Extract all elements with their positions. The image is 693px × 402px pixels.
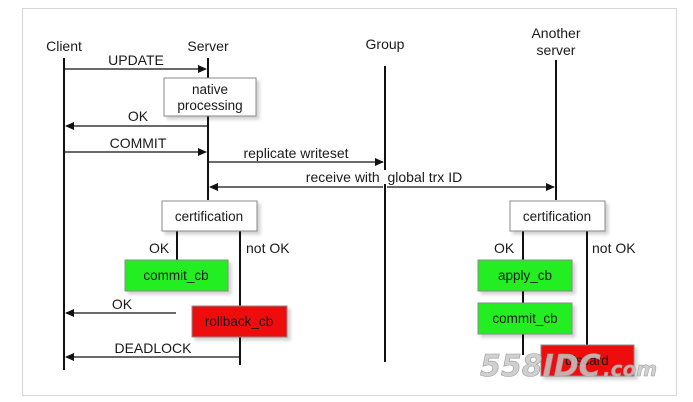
apply-cb-box: apply_cb — [477, 259, 573, 292]
watermark-main: 558IDC — [480, 349, 601, 384]
native-line2: processing — [177, 98, 242, 113]
commit-cb-another-label: commit_cb — [492, 311, 557, 326]
commit-cb-another-box: commit_cb — [477, 302, 573, 335]
msg-deadlock: DEADLOCK — [114, 340, 192, 356]
apply-cb-label: apply_cb — [498, 268, 552, 283]
actor-another-server-line2: server — [537, 42, 576, 58]
branch-another-not-ok: not OK — [592, 240, 636, 256]
certification-another-box: certification — [509, 200, 606, 232]
branch-server-not-ok: not OK — [246, 240, 290, 256]
native-line1: native — [192, 82, 228, 97]
certification-server-box: certification — [161, 200, 258, 232]
commit-cb-server-label: commit_cb — [143, 268, 208, 283]
native-processing-box: native processing — [163, 77, 257, 117]
watermark: 558IDC .com — [480, 349, 658, 385]
actor-group: Group — [366, 36, 405, 52]
msg-receive: receive with global trx ID — [306, 169, 462, 185]
actor-server: Server — [187, 38, 229, 54]
certification-another-label: certification — [523, 209, 591, 224]
branch-server-ok: OK — [149, 240, 170, 256]
actor-client: Client — [46, 38, 82, 54]
receive-label-bg — [288, 170, 482, 184]
discard-box: discard — [540, 344, 635, 377]
actor-another-server-line1: Another — [531, 25, 580, 41]
branch-another-ok: OK — [494, 240, 515, 256]
msg-replicate: replicate writeset — [243, 145, 348, 161]
discard-label: discard — [565, 353, 609, 368]
certification-server-label: certification — [175, 209, 243, 224]
msg-commit: COMMIT — [110, 135, 167, 151]
watermark-suffix: .com — [603, 357, 657, 381]
diagram-frame — [22, 8, 677, 396]
commit-cb-server-box: commit_cb — [124, 259, 229, 292]
rollback-cb-box: rollback_cb — [191, 305, 288, 338]
rollback-cb-label: rollback_cb — [205, 314, 273, 329]
msg-ok-2: OK — [112, 296, 133, 312]
msg-ok-1: OK — [128, 108, 149, 124]
msg-update: UPDATE — [108, 52, 164, 68]
